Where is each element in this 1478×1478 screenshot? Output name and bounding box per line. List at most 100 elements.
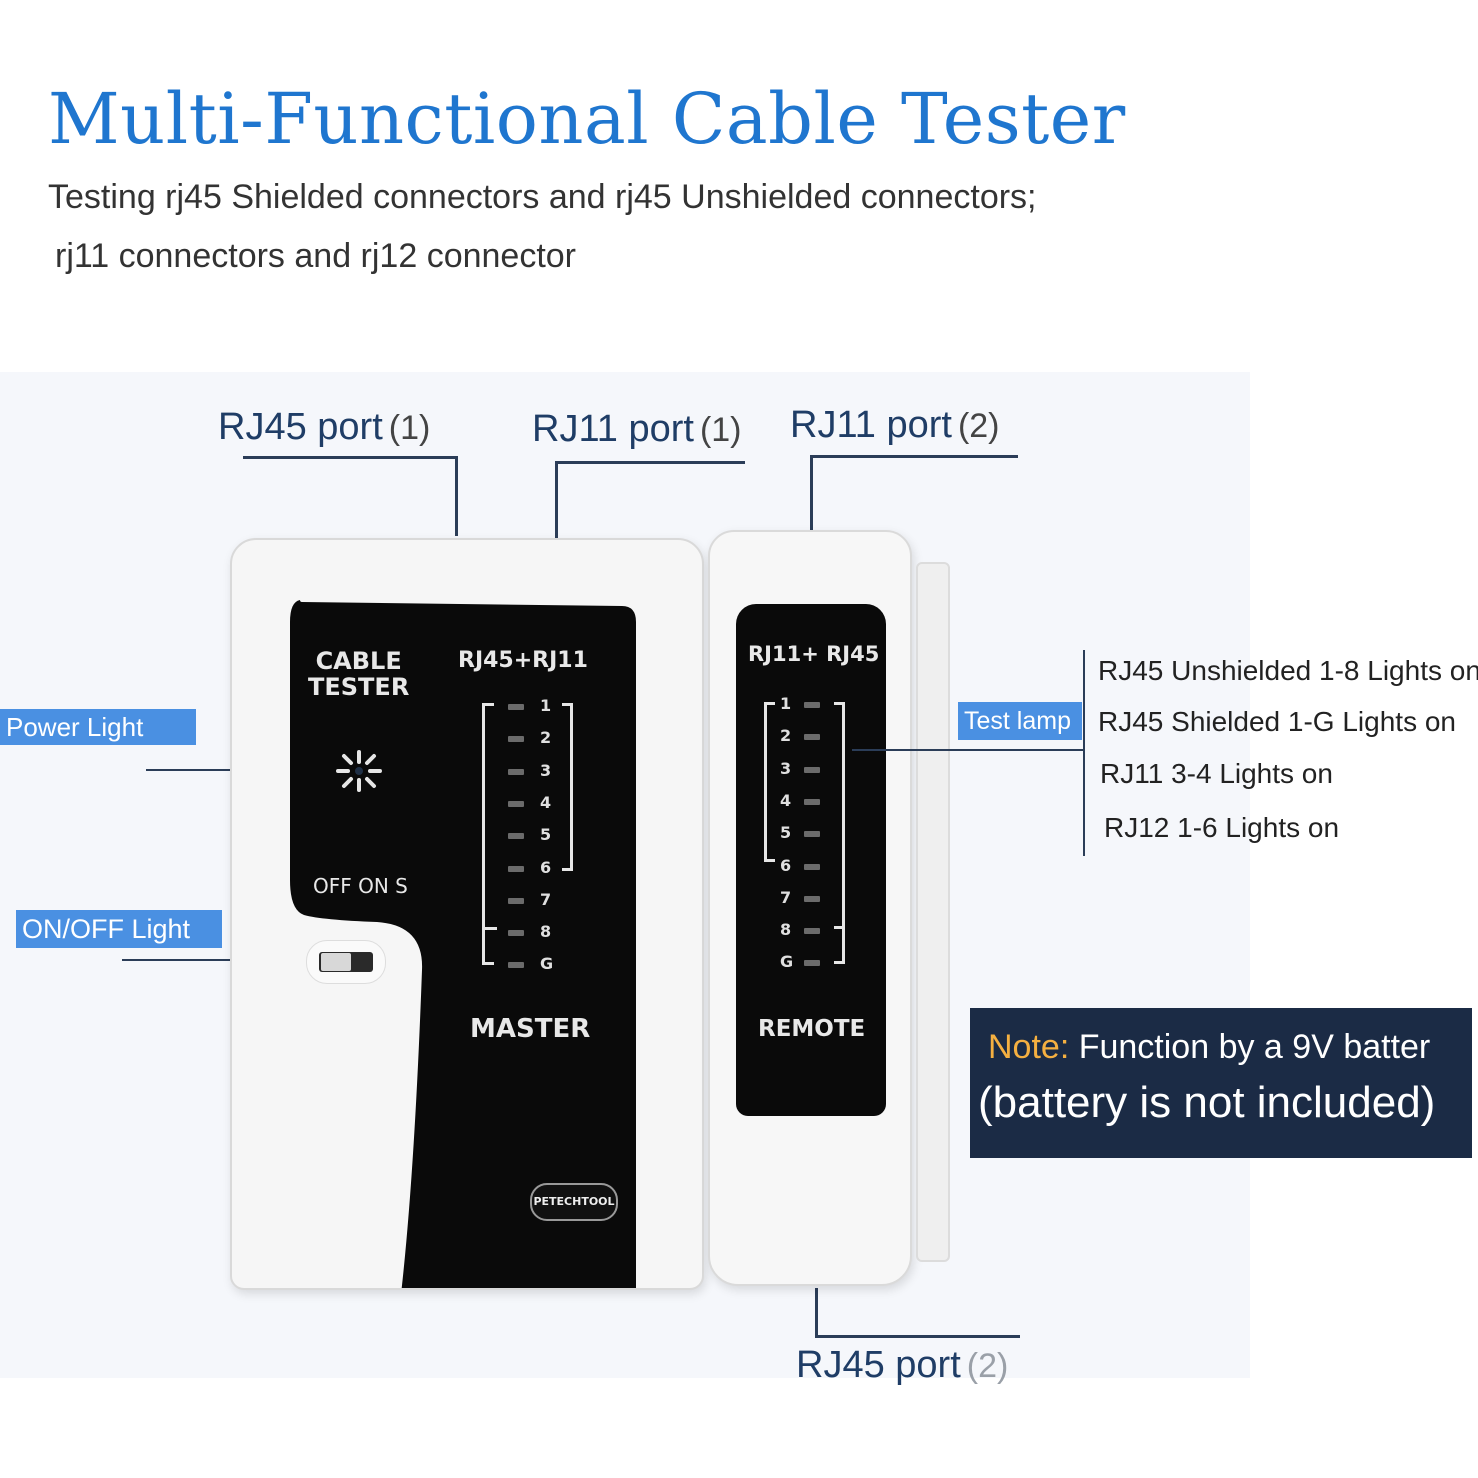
led-label-4: 4	[540, 792, 552, 812]
rj45-port-1-num: (1)	[388, 409, 431, 447]
cable-tester-label: CABLE TESTER	[308, 648, 409, 700]
rj45-port-1-name: RJ45 port	[218, 406, 383, 448]
legend-item-1: RJ45 Unshielded 1-8 Lights on	[1098, 655, 1478, 686]
legend-item-2: RJ45 Shielded 1-G Lights on	[1098, 706, 1456, 737]
cable-tester-line-2: TESTER	[308, 673, 410, 701]
onoff-switch-knob[interactable]	[321, 953, 351, 971]
note-line-1: Note: Function by a 9V batter	[988, 1028, 1430, 1067]
master-bracket-left-top	[482, 703, 494, 706]
led-label-3: 3	[540, 760, 552, 780]
subtitle-line-1: Testing rj45 Shielded connectors and rj4…	[48, 178, 1037, 216]
remote-bracket-left-top	[764, 702, 775, 705]
led-indicator-3	[508, 768, 524, 775]
rj45-port-2-leader-h	[815, 1335, 1020, 1338]
rj11-port-1-leader-h	[555, 461, 745, 464]
led-indicator-6	[804, 863, 820, 870]
brand-badge: PETECHTOOL	[530, 1183, 618, 1221]
led-label-4: 4	[780, 790, 792, 810]
test-lamp-leader	[852, 749, 1084, 751]
note-prefix: Note:	[988, 1028, 1070, 1066]
remote-bracket-left-bottom	[764, 859, 775, 862]
remote-ports-label: RJ11+ RJ45	[748, 642, 880, 666]
led-indicator-4	[804, 798, 820, 805]
led-indicator-5	[804, 831, 820, 838]
led-label-1: 1	[540, 696, 552, 715]
rj11-port-2-label: RJ11 port(2)	[790, 404, 1000, 447]
onoff-light-tag: ON/OFF Light	[16, 910, 222, 948]
led-indicator-G	[508, 962, 524, 969]
led-label-3: 3	[780, 758, 792, 778]
rj45-port-2-label: RJ45 port(2)	[796, 1344, 1008, 1387]
rj11-port-1-num: (1)	[699, 411, 742, 449]
led-indicator-2	[508, 736, 524, 743]
led-indicator-1	[804, 702, 820, 708]
rj11-port-2-name: RJ11 port	[790, 404, 952, 446]
legend-item-4: RJ12 1-6 Lights on	[1104, 812, 1340, 843]
led-label-8: 8	[780, 920, 792, 940]
led-indicator-8	[508, 930, 524, 937]
cable-tester-line-1: CABLE	[315, 647, 402, 675]
remote-bracket-right-mid	[834, 926, 845, 929]
led-label-7: 7	[540, 889, 552, 909]
rj11-port-2-num: (2)	[957, 407, 1000, 445]
power-light-icon	[336, 750, 382, 792]
led-indicator-5	[508, 833, 524, 840]
led-indicator-3	[804, 766, 820, 773]
master-bracket-left	[482, 703, 489, 965]
legend-item-3: RJ11 3-4 Lights on	[1100, 758, 1333, 789]
rj45-port-2-num: (2)	[966, 1347, 1009, 1385]
remote-bracket-left	[764, 702, 767, 862]
led-indicator-G	[804, 960, 820, 967]
rj11-port-1-label: RJ11 port(1)	[532, 408, 742, 451]
rj45-port-2-name: RJ45 port	[796, 1344, 961, 1386]
master-ports-label: RJ45+RJ11	[458, 648, 588, 673]
legend-divider	[1083, 650, 1085, 856]
led-indicator-1	[508, 704, 524, 710]
led-label-5: 5	[540, 825, 552, 845]
switch-label: OFF ON S	[313, 874, 408, 898]
led-label-8: 8	[540, 922, 552, 942]
master-bracket-left-bottom	[482, 962, 494, 965]
led-label-2: 2	[780, 726, 792, 746]
led-label-1: 1	[780, 694, 792, 713]
note-line-1-text: Function by a 9V batter	[1078, 1028, 1431, 1066]
power-light-tag: Power Light	[0, 709, 196, 745]
remote-bracket-right-top	[834, 702, 845, 705]
rj11-port-1-name: RJ11 port	[532, 408, 694, 450]
onoff-switch[interactable]	[306, 940, 386, 984]
rj45-port-1-leader-v	[455, 456, 458, 536]
master-bracket-right	[570, 703, 573, 871]
master-bracket-right-top	[562, 703, 573, 706]
led-indicator-8	[804, 928, 820, 935]
subtitle-line-2: rj11 connectors and rj12 connector	[55, 237, 577, 275]
note-box: Note: Function by a 9V batter (battery i…	[970, 1008, 1472, 1158]
master-bracket-right-bottom	[562, 868, 573, 871]
remote-side-rail	[916, 562, 950, 1262]
rj11-port-1-leader-v	[555, 461, 558, 539]
led-label-G: G	[780, 952, 794, 972]
rj11-port-2-leader-v	[810, 455, 813, 531]
remote-bracket-right	[842, 702, 845, 964]
remote-bracket-right-bottom	[834, 961, 845, 964]
master-bracket-left-mid	[485, 927, 497, 930]
led-label-7: 7	[780, 887, 792, 907]
led-label-6: 6	[780, 855, 792, 875]
led-indicator-2	[804, 734, 820, 741]
onoff-light-leader	[122, 959, 322, 961]
rj11-port-2-leader-h	[810, 455, 1018, 458]
led-label-2: 2	[540, 728, 552, 748]
master-name: MASTER	[470, 1014, 591, 1044]
note-line-2: (battery is not included)	[978, 1078, 1436, 1127]
remote-black-panel	[736, 604, 886, 1116]
page-title: Multi-Functional Cable Tester	[48, 78, 1126, 160]
led-label-5: 5	[780, 823, 792, 843]
led-indicator-7	[804, 895, 820, 902]
rj45-port-2-leader-v	[815, 1288, 818, 1338]
remote-name: REMOTE	[758, 1016, 866, 1042]
led-label-G: G	[540, 954, 554, 974]
led-label-6: 6	[540, 857, 552, 877]
rj45-port-1-label: RJ45 port(1)	[218, 406, 430, 449]
led-indicator-4	[508, 800, 524, 807]
led-indicator-7	[508, 897, 524, 904]
test-lamp-tag: Test lamp	[958, 702, 1082, 740]
